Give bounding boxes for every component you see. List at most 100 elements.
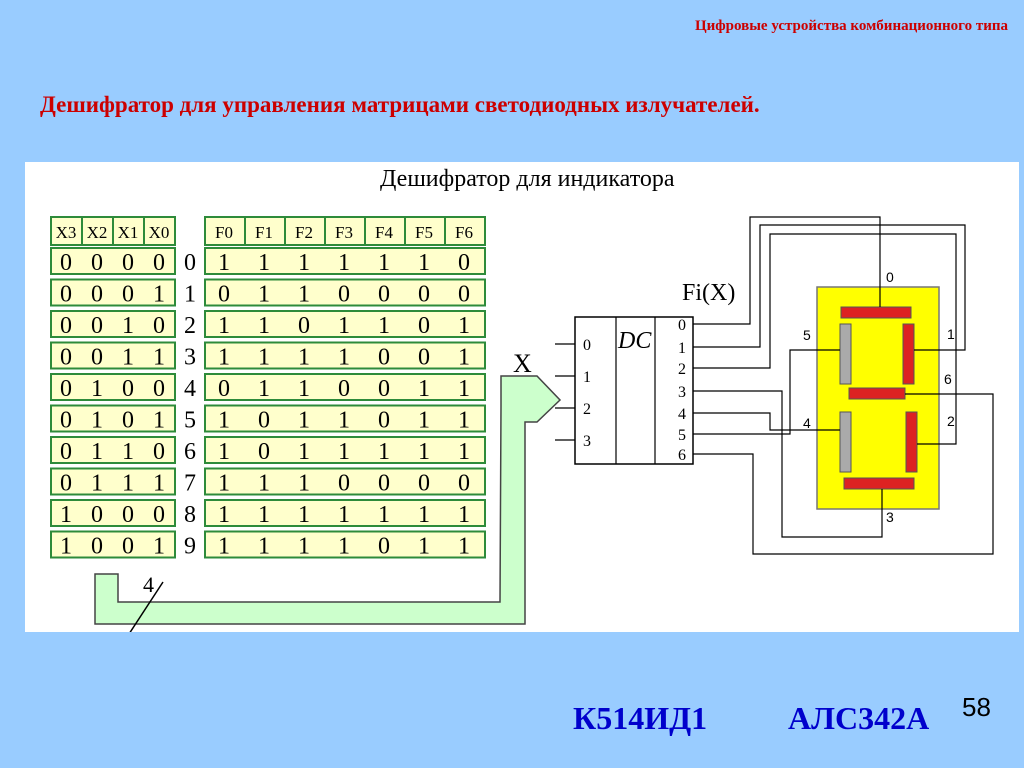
segment-number: 5 [803, 327, 811, 343]
input-bit: 0 [60, 471, 72, 497]
output-bit: 1 [218, 313, 230, 339]
input-row [50, 310, 176, 338]
input-header-cell [112, 216, 145, 246]
input-row [50, 467, 176, 496]
input-bit: 1 [153, 282, 165, 308]
output-bit: 1 [418, 376, 430, 402]
digit-label: 1 [184, 282, 196, 308]
output-bit: 1 [418, 250, 430, 276]
output-bit: 1 [258, 282, 270, 308]
dc-label: DC [617, 328, 652, 354]
output-bit: 1 [418, 534, 430, 560]
output-bit: 0 [338, 471, 350, 497]
output-bit: 0 [378, 282, 390, 308]
input-bit: 1 [122, 345, 134, 371]
wire-segment-3 [693, 390, 883, 538]
output-bit: 1 [218, 345, 230, 371]
input-row [50, 404, 176, 433]
output-bit: 1 [218, 471, 230, 497]
output-bit: 1 [298, 250, 310, 276]
output-header-label: F1 [255, 223, 273, 242]
segment-number: 1 [947, 326, 955, 342]
input-bit: 0 [60, 250, 72, 276]
input-bit: 0 [60, 439, 72, 465]
output-bit: 1 [258, 502, 270, 528]
input-bit: 1 [122, 439, 134, 465]
dc-input-label: 0 [583, 337, 591, 354]
dc-output-label: 4 [678, 406, 686, 423]
input-bit: 0 [122, 502, 134, 528]
input-bit: 0 [91, 345, 103, 371]
output-bit: 0 [418, 282, 430, 308]
output-bit: 0 [378, 376, 390, 402]
input-bit: 0 [60, 313, 72, 339]
input-bit: 1 [60, 502, 72, 528]
output-bit: 0 [258, 439, 270, 465]
digit-label: 9 [184, 534, 196, 560]
output-header-label: F2 [295, 223, 313, 242]
wire-segment-0 [693, 216, 881, 325]
input-bit: 1 [122, 471, 134, 497]
input-bit: 0 [91, 502, 103, 528]
output-bit: 1 [298, 282, 310, 308]
input-header-label: X3 [56, 223, 77, 242]
input-bit: 0 [153, 313, 165, 339]
bus-arrow [94, 375, 562, 625]
input-bit: 1 [122, 313, 134, 339]
display-chip-label: АЛС342А [788, 700, 930, 736]
digit-label: 0 [184, 250, 196, 276]
segment-c [905, 411, 918, 473]
wire-segment-5 [693, 349, 840, 435]
input-header-label: X0 [149, 223, 170, 242]
output-bit: 1 [258, 376, 270, 402]
output-bit: 1 [218, 408, 230, 434]
output-bit: 1 [458, 376, 470, 402]
segment-number: 6 [944, 371, 952, 387]
input-bit: 0 [153, 502, 165, 528]
output-bit: 0 [258, 408, 270, 434]
output-bit: 1 [218, 439, 230, 465]
output-bit: 0 [418, 471, 430, 497]
bus-width-slash [129, 581, 164, 632]
dc-input-label: 3 [583, 433, 591, 450]
output-header-cell [404, 216, 446, 246]
output-bit: 1 [458, 439, 470, 465]
output-header-label: F4 [375, 223, 393, 242]
output-bit: 1 [298, 345, 310, 371]
output-bit: 0 [418, 345, 430, 371]
input-bit: 0 [60, 282, 72, 308]
input-row [50, 499, 176, 527]
input-header-label: X2 [87, 223, 108, 242]
output-bit: 1 [218, 250, 230, 276]
output-bit: 1 [338, 313, 350, 339]
dc-output-label: 2 [678, 361, 686, 378]
bus-width-label: 4 [143, 572, 154, 597]
segment-number: 0 [886, 269, 894, 285]
output-bit: 0 [458, 471, 470, 497]
input-bit: 1 [91, 439, 103, 465]
diagram-caption: Дешифратор для индикатора [380, 166, 675, 192]
output-bit: 1 [338, 408, 350, 434]
input-bit: 0 [91, 313, 103, 339]
output-row [204, 341, 486, 370]
output-bit: 1 [258, 471, 270, 497]
digit-label: 7 [184, 471, 196, 497]
input-bit: 1 [153, 345, 165, 371]
output-header-label: F5 [415, 223, 433, 242]
output-bit: 1 [298, 534, 310, 560]
output-row [204, 373, 486, 401]
output-bit: 1 [458, 408, 470, 434]
output-bit: 1 [458, 534, 470, 560]
digit-label: 5 [184, 408, 196, 434]
input-bit: 1 [153, 471, 165, 497]
slide-title: Дешифратор для управления матрицами свет… [40, 92, 760, 117]
dc-output-label: 1 [678, 340, 686, 357]
input-header-cell [143, 216, 176, 246]
output-row [204, 499, 486, 527]
output-header-label: F0 [215, 223, 233, 242]
dc-output-label: 5 [678, 427, 686, 444]
digit-label: 3 [184, 345, 196, 371]
output-bit: 1 [258, 313, 270, 339]
